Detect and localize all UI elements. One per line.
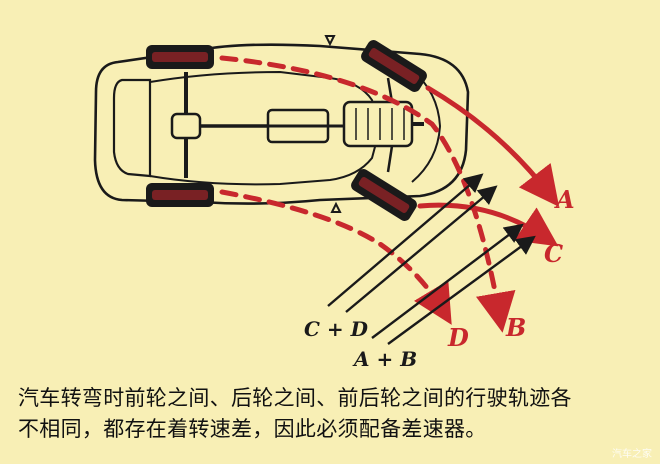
rear-left-wheel — [146, 45, 214, 69]
caption-line-1: 汽车转弯时前轮之间、后轮之间、前后轮之间的行驶轨迹各 — [18, 386, 572, 410]
watermark: 汽车之家 — [612, 449, 652, 460]
drivetrain — [170, 72, 424, 178]
label-b: B — [505, 313, 526, 342]
front-right-wheel — [351, 169, 417, 221]
arrow-ab-2 — [387, 235, 536, 345]
rear-right-wheel — [146, 183, 214, 207]
front-left-wheel — [361, 40, 427, 92]
caption: 汽车转弯时前轮之间、后轮之间、前后轮之间的行驶轨迹各 不相同，都存在着转速差，因… — [18, 383, 648, 445]
arrow-cd-1 — [327, 173, 484, 307]
arrow-cd-2 — [345, 185, 498, 313]
track-b — [219, 55, 516, 333]
label-c-plus-d: C + D — [304, 317, 369, 341]
pointer-arrows — [327, 173, 536, 345]
caption-line-2: 不相同，都存在着转速差，因此必须配备差速器。 — [18, 417, 487, 441]
wheel-tracks — [219, 55, 560, 333]
label-c: C — [544, 239, 563, 268]
label-a: A — [554, 185, 575, 214]
track-c — [417, 202, 559, 247]
label-a-plus-b: A + B — [352, 347, 417, 371]
track-d — [219, 189, 452, 325]
label-d: D — [447, 323, 469, 352]
track-a — [425, 85, 560, 207]
arrow-ab-1 — [371, 223, 524, 339]
differential-diagram: A C B D C + D A + B — [93, 35, 575, 371]
